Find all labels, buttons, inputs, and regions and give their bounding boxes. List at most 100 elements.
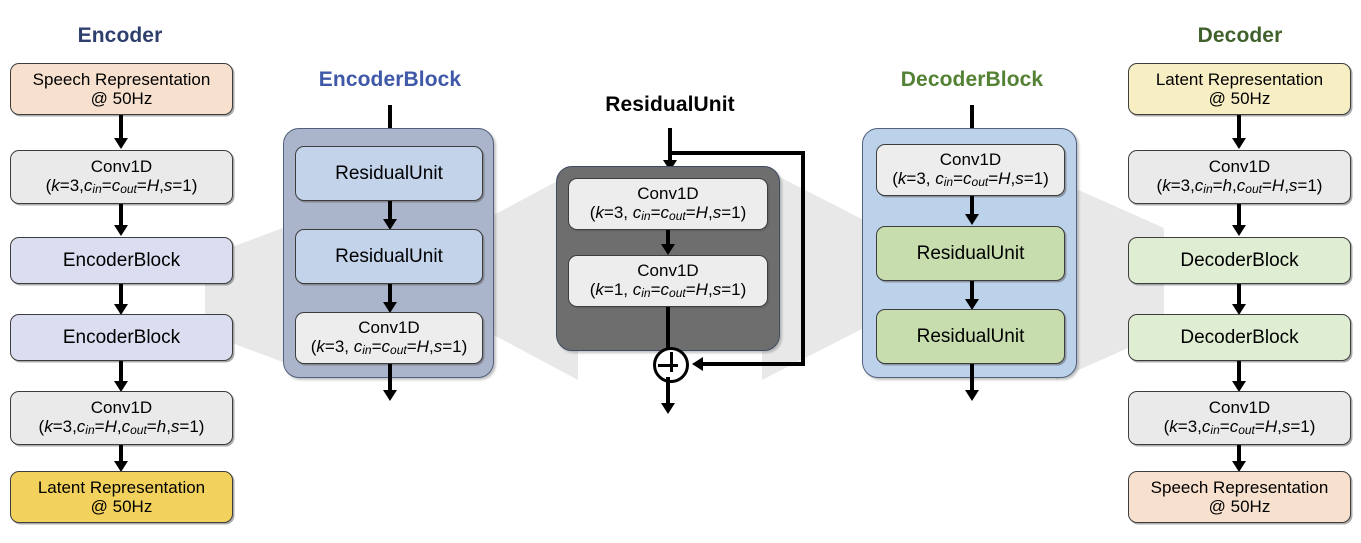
residual-input-line <box>668 128 672 166</box>
arrow-line <box>970 196 974 218</box>
decoder-node-speech-out: Speech Representation @ 50Hz <box>1128 471 1351 523</box>
node-line1: Conv1D <box>1208 157 1271 177</box>
node-line2: (k=3, cin=cout=H,s=1) <box>310 337 468 358</box>
arrow-head <box>113 304 128 315</box>
node-line2: (k=3,cin=H,cout=h,s=1) <box>38 417 205 438</box>
encoder-node-conv-out: Conv1D (k=3,cin=H,cout=h,s=1) <box>10 391 233 445</box>
arrow-line <box>388 105 392 132</box>
arrow-head <box>1231 225 1246 236</box>
node-line2: @ 50Hz <box>90 497 153 516</box>
decoder-node-latent-in: Latent Representation @ 50Hz <box>1128 63 1351 115</box>
decoderblock-node-res-2: ResidualUnit <box>876 309 1065 364</box>
arrow-line <box>666 230 670 248</box>
skip-line-top <box>668 151 805 155</box>
arrow-head <box>964 214 979 225</box>
node-line1: Conv1D <box>939 150 1002 170</box>
node-line1: ResidualUnit <box>916 242 1025 264</box>
residualunit-title: ResidualUnit <box>605 93 735 116</box>
arrow-head <box>964 299 979 310</box>
node-line1: DecoderBlock <box>1180 249 1299 271</box>
arrow-line <box>970 364 974 394</box>
node-line2: (k=1, cin=cout=H,s=1) <box>589 280 747 301</box>
node-line1: ResidualUnit <box>335 245 443 267</box>
node-line1: Conv1D <box>358 318 420 338</box>
arrow-head-left <box>692 356 703 371</box>
arrow-line <box>1237 115 1241 142</box>
node-line1: Conv1D <box>637 261 699 281</box>
node-line2: (k=3,cin=cout=H,s=1) <box>1163 417 1316 438</box>
arrow-line <box>970 105 974 132</box>
arrow-line <box>388 201 392 223</box>
arrow-line <box>666 377 670 407</box>
decoderblock-node-res-1: ResidualUnit <box>876 226 1065 281</box>
arrow-head <box>1231 138 1246 149</box>
node-line1: Speech Representation <box>1150 477 1329 497</box>
arrow-head <box>964 390 979 401</box>
arrow-line <box>1237 445 1241 465</box>
node-line1: Conv1D <box>1208 398 1271 418</box>
arrow-head <box>660 403 675 414</box>
node-line1: Conv1D <box>637 184 699 204</box>
encoder-title: Encoder <box>77 24 163 47</box>
decoderblock-title: DecoderBlock <box>900 68 1044 91</box>
arrow-line <box>119 361 123 385</box>
node-line2: @ 50Hz <box>90 89 153 108</box>
arrow-head <box>1231 381 1246 392</box>
arrow-line <box>388 364 392 394</box>
arrow-head <box>382 219 397 230</box>
arrow-head <box>660 244 675 255</box>
arrow-line <box>666 307 670 350</box>
encoder-node-conv-in: Conv1D (k=3,cin=cout=H,s=1) <box>10 150 233 204</box>
decoderblock-node-conv: Conv1D (k=3, cin=cout=H,s=1) <box>876 144 1065 196</box>
encoder-node-speech-in: Speech Representation @ 50Hz <box>10 63 233 115</box>
node-line1: Latent Representation <box>1155 69 1324 89</box>
node-line2: @ 50Hz <box>1208 89 1271 108</box>
arrow-line <box>119 284 123 308</box>
arrow-head <box>382 302 397 313</box>
node-line1: ResidualUnit <box>916 325 1025 347</box>
arrow-line <box>388 284 392 306</box>
node-line2: (k=3, cin=cout=H,s=1) <box>892 169 1049 190</box>
node-line2: @ 50Hz <box>1208 497 1271 516</box>
arrow-line <box>119 204 123 229</box>
encoder-node-encblock-1: EncoderBlock <box>10 237 233 284</box>
arrow-head <box>662 160 677 171</box>
encoderblock-node-res-2: ResidualUnit <box>295 229 483 284</box>
node-line1: EncoderBlock <box>62 249 181 271</box>
sum-node-icon <box>653 347 689 383</box>
decoder-node-decblock-2: DecoderBlock <box>1128 314 1351 361</box>
arrow-line <box>1237 361 1241 385</box>
decoder-title: Decoder <box>1197 24 1283 47</box>
node-line2: (k=3, cin=cout=H,s=1) <box>589 203 747 224</box>
arrow-head <box>113 138 128 149</box>
node-line1: Conv1D <box>90 398 153 418</box>
node-line1: DecoderBlock <box>1180 326 1299 348</box>
arrow-head <box>113 461 128 472</box>
arrow-line <box>1237 204 1241 229</box>
node-line1: Conv1D <box>90 157 153 177</box>
node-line1: EncoderBlock <box>62 326 181 348</box>
arrow-head <box>382 390 397 401</box>
skip-line-right <box>801 151 805 364</box>
arrow-head <box>113 381 128 392</box>
arrow-line <box>119 445 123 465</box>
arrow-head <box>113 225 128 236</box>
arrow-line <box>119 115 123 142</box>
residualunit-node-conv-k3: Conv1D (k=3, cin=cout=H,s=1) <box>568 178 768 230</box>
arrow-line <box>970 281 974 303</box>
encoder-node-encblock-2: EncoderBlock <box>10 314 233 361</box>
decoder-node-conv-out: Conv1D (k=3,cin=cout=H,s=1) <box>1128 391 1351 445</box>
node-line1: Latent Representation <box>37 477 206 497</box>
node-line2: (k=3,cin=h,cout=H,s=1) <box>1156 176 1323 197</box>
arrow-head <box>1231 304 1246 315</box>
encoderblock-title: EncoderBlock <box>318 68 462 91</box>
node-line1: Speech Representation <box>32 69 211 89</box>
skip-line-bottom <box>700 362 805 366</box>
residualunit-node-conv-k1: Conv1D (k=1, cin=cout=H,s=1) <box>568 255 768 307</box>
node-line2: (k=3,cin=cout=H,s=1) <box>45 176 198 197</box>
encoder-node-latent-out: Latent Representation @ 50Hz <box>10 471 233 523</box>
arrow-head <box>1231 461 1246 472</box>
encoderblock-node-res-1: ResidualUnit <box>295 146 483 201</box>
node-line1: ResidualUnit <box>335 162 443 184</box>
